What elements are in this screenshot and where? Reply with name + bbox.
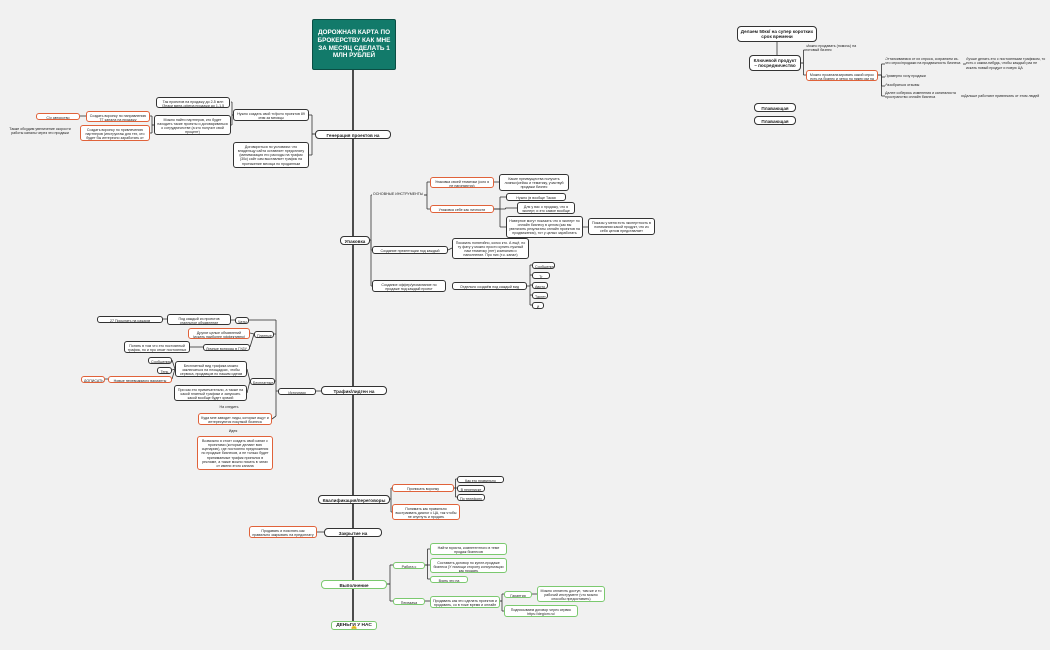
node-ad-search[interactable]: Создать воронку по привлечению партнеров… [80, 125, 150, 141]
connector-line [246, 380, 251, 394]
node-tr-sell-note-title: На следить [219, 405, 239, 409]
node-channel-etc[interactable]: И тд [532, 302, 544, 309]
node-pk-create[interactable]: Создание презентации под каждый проект [372, 246, 448, 254]
node-tr-free-l3[interactable]: Новые переводимого варианты [108, 376, 172, 383]
connector-line [246, 368, 251, 382]
connector-line [171, 368, 176, 371]
node-ex-escrow[interactable]: Гарантия (МИ) [504, 591, 532, 598]
node-tr-idea[interactable]: Возможно я стоит создать свой канал с пр… [197, 436, 273, 470]
node-channel-tg-chats[interactable]: Тг чаты [532, 272, 550, 279]
node-traffic[interactable]: Трафик/лидген на покупку [321, 386, 387, 395]
node-ad-tg[interactable]: Создать воронку по направлению ТГ канала… [86, 111, 150, 122]
node-pk-know-name-r[interactable]: Какие преимущества получить лояных(кейсы… [499, 174, 569, 191]
node-side-r2a[interactable]: Отталкиваемся от их спроса, сохраняем из… [885, 57, 961, 66]
node-floating-2[interactable]: Плавающая тема [754, 116, 796, 125]
node-side-r5[interactable]: Далее соберись изменения и капиталиста п… [885, 91, 956, 100]
node-ex-work-r1[interactable]: Найти юриста, компетентного в теме прода… [430, 543, 507, 555]
node-tr-free-r1[interactable]: Бесплатный вид трафика можно заключаться… [175, 361, 247, 377]
node-pk-know-name[interactable]: Упаковка своей тематики (кого я не нагон… [430, 177, 494, 188]
node-side-r3[interactable]: Примерно хочу продажи [885, 74, 926, 78]
node-ex-transfer[interactable]: Передача сделки [393, 598, 425, 605]
node-channel-avito[interactable]: Авито [532, 282, 548, 289]
root-title[interactable]: ДОРОЖНАЯ КАРТА ПО БРОКЕРСТВУ КАК МНЕ ЗА … [312, 19, 396, 70]
node-tr-free-r2[interactable]: При как это примечательно, а также на ка… [174, 385, 247, 401]
node-q-funnel[interactable]: Прописать воронку квалификации [392, 484, 454, 492]
node-side-r2[interactable]: Можно проанализировать какой спрос есть … [806, 70, 878, 81]
node-create-tg[interactable]: Нужно создать свой тг/фото проектов 89 з… [233, 109, 309, 121]
node-q-funnel-r3[interactable]: По телефону [457, 494, 485, 501]
node-pk-buyer-r1[interactable]: Нужно (в вообще Такая упаковка) [506, 193, 566, 201]
node-ex-transfer-r[interactable]: Продавать как это сделать проектов и про… [430, 596, 500, 608]
node-side-r4[interactable]: Разобраться отзывы [885, 83, 920, 87]
node-pk-buyer-r3[interactable]: Наверное могут показать что я эксперт по… [506, 216, 583, 238]
node-tr-pay-r2[interactable]: Личные вопросы в ГУДУ [203, 344, 250, 351]
node-side-title[interactable]: Делаем 50кк/ на супер коротких срок врем… [737, 26, 817, 42]
node-cl-learn[interactable]: Продавать и пояснять как правильно закры… [249, 526, 317, 538]
node-tr-chat-ad[interactable]: Под каждый из проектов отдельное объявле… [167, 314, 231, 325]
node-partner-speed[interactable]: Также обсудим увеличение скорости работы… [9, 127, 71, 136]
connector-line [249, 333, 255, 348]
node-pk-know-buyer[interactable]: Упаковка себе как личности (эксперта) [430, 205, 494, 213]
node-ex-work-r2[interactable]: Составить договор по купле-продаже бизне… [430, 558, 507, 573]
node-tr-pay-r1[interactable]: Другие целые объявлений (искать наиболее… [188, 328, 250, 339]
node-q-funnel-r1[interactable]: Как его правильно делать? [457, 476, 504, 483]
node-tr-sources[interactable]: Источники трафика [278, 388, 316, 395]
node-tr-posts-ad[interactable]: 27 Посылать на каждом объявлении [97, 316, 163, 323]
node-tr-free[interactable]: Бесплатные [250, 378, 275, 385]
node-side-r5a[interactable]: Дальше работают привлекать от этом людей [964, 94, 1040, 98]
node-tr-chats[interactable]: Чаты [235, 317, 249, 324]
node-tr-free-l1[interactable]: Сообщения [148, 357, 172, 364]
node-partners[interactable]: Можно найти партнеров, кто будет находит… [154, 115, 231, 135]
node-ex-work[interactable]: Работа с юристом [393, 562, 425, 569]
node-channel-target[interactable]: Таргет [532, 292, 548, 299]
node-tr-pay[interactable]: Платные [254, 331, 274, 338]
node-agreement[interactable]: Договориться по условиям: что владельцу … [233, 142, 309, 168]
connector-line [447, 247, 453, 251]
node-ex-escrow-r[interactable]: Можно оплатить доступ, там же и то рабоч… [537, 586, 605, 602]
node-tr-free-l2[interactable]: Тень [157, 367, 172, 374]
node-project-generation[interactable]: Генерация проектов на продажу [315, 130, 391, 139]
node-tr-sell-note[interactable]: Куда мне заводит лиды, которые ищут и ин… [198, 413, 272, 425]
node-side-main[interactable]: Ключевой продукт – посредничество [749, 55, 801, 71]
node-pk-buyer-r2[interactable]: Для у вас о продажу, что я эксперт, и эт… [517, 202, 575, 214]
node-qualify[interactable]: Квалификация/переговоры [318, 495, 390, 504]
node-pk-create-r[interactable]: Показать понятийно, колко кто. А ещё, по… [452, 238, 529, 259]
node-final[interactable]: ДЕНЬГИ У НАС 😄 [331, 621, 377, 630]
node-tg-creators[interactable]: С/у авторство сообщений [36, 113, 80, 120]
node-packaging[interactable]: Упаковка [340, 236, 370, 245]
node-find-projects[interactable]: Так проектов на продажу до 2-5 млн (Знак… [156, 97, 230, 108]
node-tr-idea-title: Идея [228, 429, 238, 433]
connector-line [249, 332, 255, 335]
node-ex-platform[interactable]: Подписываем договор через сервис https:/… [504, 605, 578, 617]
node-pk-profile-r[interactable]: Отдельно создаём под каждый вид трафика [452, 282, 527, 290]
node-side-r2b[interactable]: Лучше делать это с постоянными трафиком,… [966, 57, 1046, 70]
node-pk-buyer-r4[interactable]: Показы у меня есть экспертность в понима… [588, 218, 655, 235]
node-pk-tools[interactable]: ОСНОВНЫЕ ИНСТРУМЕНТЫ [372, 192, 424, 196]
node-q-funnel-r2[interactable]: В переписке [457, 485, 485, 492]
node-floating-1[interactable]: Плавающая тема [754, 103, 796, 112]
node-channel-messages[interactable]: Сообщения [532, 262, 555, 269]
node-side-r1[interactable]: Можно продавать (помочь) на готовый бизн… [806, 44, 857, 53]
connector-line [171, 359, 176, 370]
node-pk-profile[interactable]: Создание оффер/упоминание по продаже под… [372, 280, 446, 292]
node-tr-pay-left[interactable]: Понять в том что это постоянный трафик, … [124, 341, 190, 353]
node-tr-free-extra[interactable]: ДОПИСАТЬ [81, 376, 105, 383]
node-execution[interactable]: Выполнение обязательств [321, 580, 387, 589]
node-ex-work-r3[interactable]: Взять это на аутсорс [430, 576, 468, 583]
connector-line [171, 368, 176, 380]
connector-line [271, 415, 277, 420]
node-closing[interactable]: Закрытие на предоплату [324, 528, 382, 537]
node-q-learn[interactable]: Понимать как правильно выстраивать диало… [392, 504, 460, 520]
